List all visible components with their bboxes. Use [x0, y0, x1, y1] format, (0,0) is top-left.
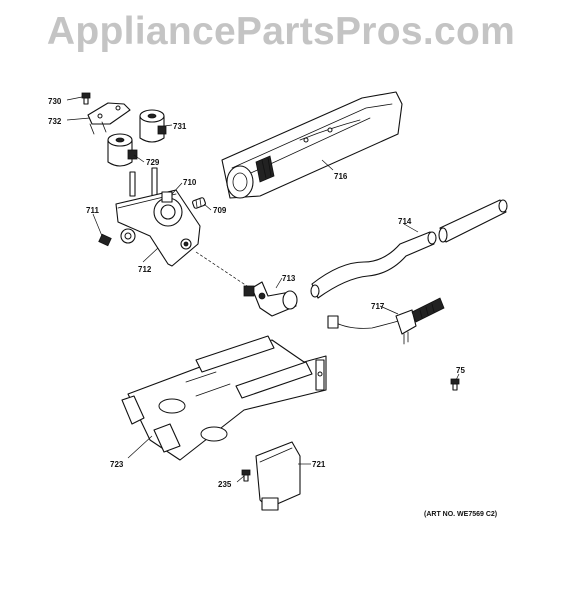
part-713-elbow [195, 251, 298, 317]
part-714-fill-tube [310, 199, 508, 299]
watermark-text: AppliancePartsPros.com [46, 10, 516, 53]
part-732-bracket [87, 102, 131, 135]
label-730: 730 [48, 97, 62, 106]
label-723: 723 [110, 460, 124, 469]
label-709: 709 [213, 206, 227, 215]
part-730-screw [81, 92, 91, 105]
label-710: 710 [183, 178, 197, 187]
label-235: 235 [218, 480, 232, 489]
label-732: 732 [48, 117, 62, 126]
label-717: 717 [371, 302, 385, 311]
label-731: 731 [173, 122, 187, 131]
label-712: 712 [138, 265, 152, 274]
part-709-fitting [192, 197, 206, 209]
label-721: 721 [312, 460, 326, 469]
part-717-harness [327, 297, 445, 345]
part-723-base-plate [121, 335, 327, 461]
label-729: 729 [146, 158, 160, 167]
part-712-water-valve [115, 167, 201, 267]
label-714: 714 [398, 217, 412, 226]
art-number: (ART NO. WE7569 C2) [424, 511, 497, 518]
label-716: 716 [334, 172, 348, 181]
part-labels: 730 732 731 729 716 710 711 709 712 714 … [48, 97, 465, 489]
part-721-bracket [255, 441, 301, 511]
part-235-screw [241, 469, 251, 482]
part-731-coil [139, 109, 167, 143]
label-713: 713 [282, 274, 296, 283]
leader-lines [66, 96, 460, 483]
part-711-fitting [98, 233, 112, 247]
part-75-screw [450, 378, 460, 391]
label-711: 711 [86, 206, 99, 215]
label-75: 75 [456, 366, 465, 375]
part-729-coil [107, 133, 138, 167]
part-716-trough [221, 91, 403, 199]
